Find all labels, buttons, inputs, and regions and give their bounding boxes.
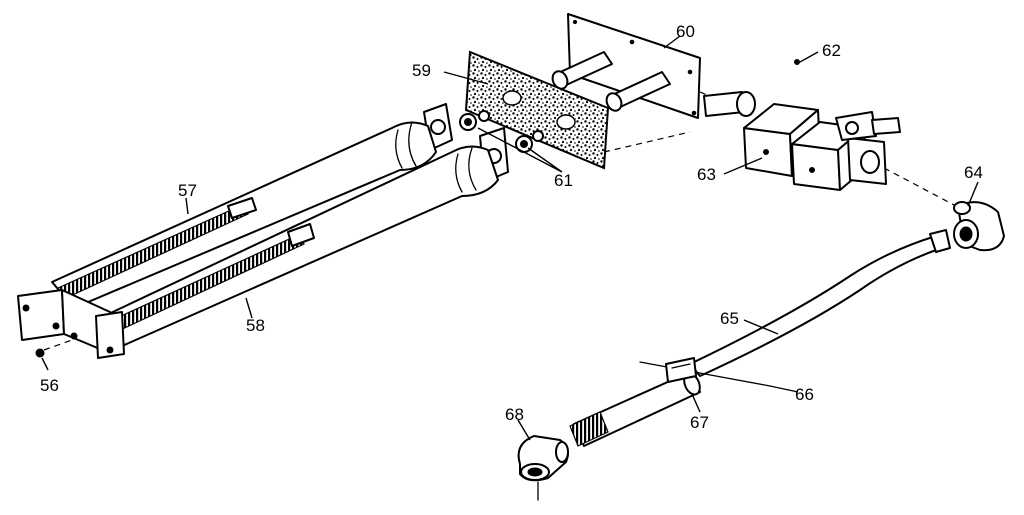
leader-63 <box>723 157 763 175</box>
elbow-68 <box>517 435 569 501</box>
callout-59: 59 <box>412 61 431 80</box>
leader-57 <box>185 197 189 215</box>
plate-tube-lower <box>605 71 671 112</box>
valve-knob <box>835 111 901 141</box>
leader-64 <box>967 181 979 207</box>
leader-58 <box>245 297 253 319</box>
leader-62 <box>799 51 819 63</box>
leader-65 <box>743 319 779 335</box>
screw-56 <box>35 339 73 358</box>
back-plate-60 <box>551 13 701 119</box>
callout-65: 65 <box>720 309 739 328</box>
callout-58: 58 <box>246 316 265 335</box>
burner-57 <box>51 121 437 309</box>
leader-61 <box>477 127 563 173</box>
flex-line-65 <box>689 229 951 377</box>
callout-57: 57 <box>178 181 197 200</box>
pipe-67 <box>569 371 701 447</box>
leader-59 <box>443 71 489 85</box>
gas-valve-63 <box>743 103 901 191</box>
callout-61: 61 <box>554 171 573 190</box>
callout-63: 63 <box>697 165 716 184</box>
burner-58 <box>99 145 499 347</box>
leader-56 <box>41 357 49 371</box>
callout-66: 66 <box>795 385 814 404</box>
bracket-66 <box>639 357 771 387</box>
callout-62: 62 <box>822 41 841 60</box>
leader-68 <box>517 419 531 441</box>
callout-64: 64 <box>964 163 983 182</box>
callout-60: 60 <box>676 22 695 41</box>
plate-tube-upper <box>551 51 613 90</box>
callout-68: 68 <box>505 405 524 424</box>
burner-base-bracket <box>17 289 125 359</box>
leader-67 <box>691 393 701 413</box>
gasket-59 <box>464 50 610 170</box>
callout-67: 67 <box>690 413 709 432</box>
elbow-64 <box>953 201 1005 252</box>
leader-66 <box>769 385 799 393</box>
nipple-62 <box>703 59 800 117</box>
leader-60 <box>663 35 681 49</box>
callout-56: 56 <box>40 376 59 395</box>
